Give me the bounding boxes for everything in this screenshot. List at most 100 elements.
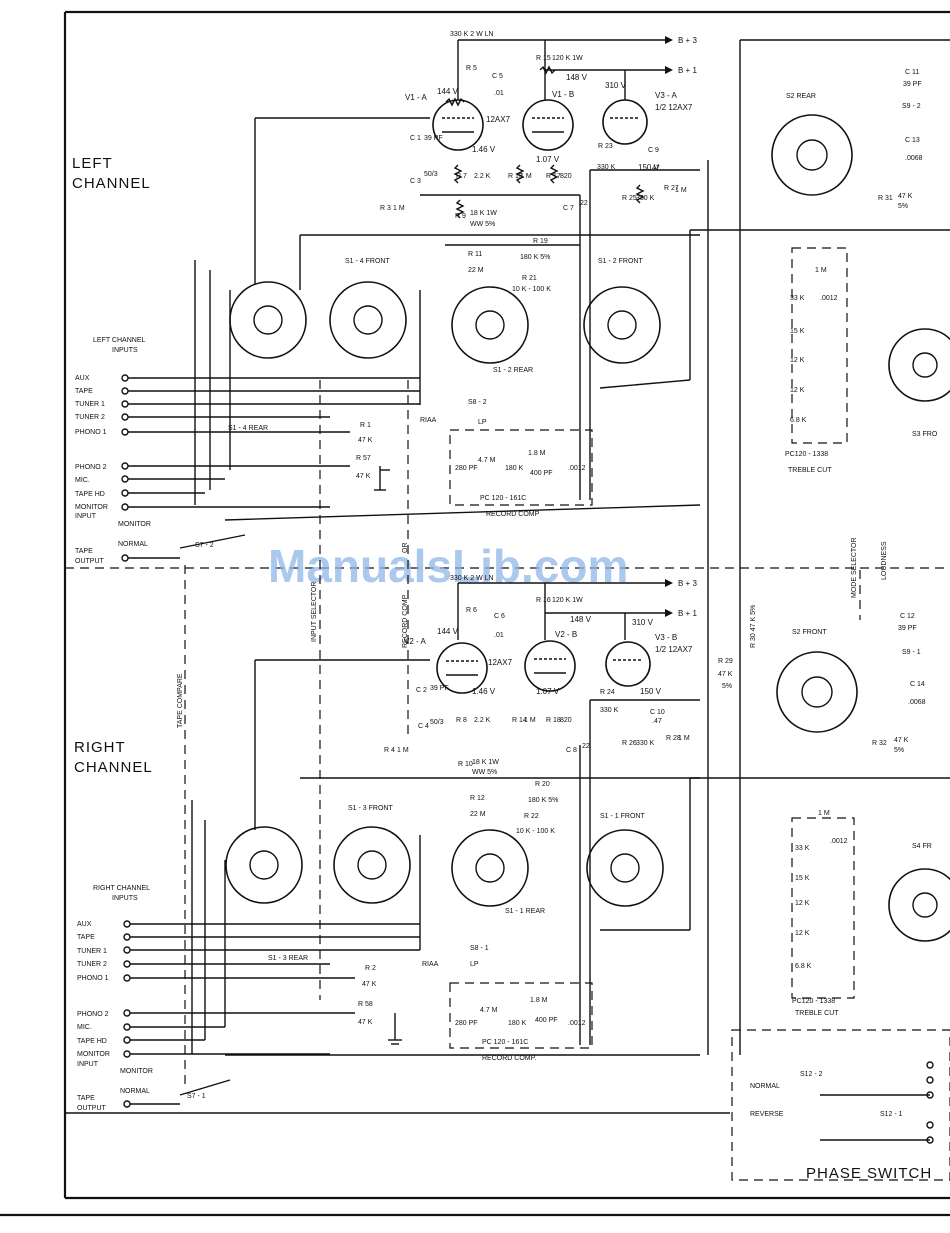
c3-label: C 3 bbox=[410, 178, 421, 185]
lp-label-top: LP bbox=[478, 419, 487, 426]
c4-label: C 4 bbox=[418, 723, 429, 730]
treble-cut-top: PC120 - 1338 TREBLE CUT 1 M .0012 33 K 1… bbox=[785, 247, 848, 474]
c13-value: .0068 bbox=[905, 155, 923, 162]
monitor-label-top: MONITOR bbox=[118, 521, 151, 528]
r6-value: 330 K 2 W LN bbox=[450, 575, 494, 582]
right-input-mic: MIC. bbox=[77, 1024, 92, 1031]
right-input-aux: AUX bbox=[77, 921, 92, 928]
treble-board-top: PC120 - 1338 bbox=[785, 451, 828, 458]
c12-value: 39 PF bbox=[898, 625, 917, 632]
v3b-type: 1/2 12AX7 bbox=[655, 645, 693, 654]
tube-v1a: V1 - A 144 V 12AX7 1.46 V bbox=[405, 87, 511, 154]
right-input-tuner1: TUNER 1 bbox=[77, 948, 107, 955]
c6-value: .01 bbox=[494, 632, 504, 639]
right-channel-title-2: CHANNEL bbox=[74, 759, 153, 776]
s1-3-rear-label: S1 - 3 REAR bbox=[268, 955, 308, 962]
r17-value: 820 bbox=[560, 173, 572, 180]
tube-v2a-label: V2 - A bbox=[404, 637, 426, 646]
v2a-plate-voltage: 144 V bbox=[437, 627, 459, 636]
rail-b3-top: B + 3 bbox=[678, 36, 697, 45]
r19-value: 180 K 5% bbox=[520, 254, 550, 261]
c7-value: 22 bbox=[580, 200, 588, 207]
r12-value: 22 M bbox=[470, 811, 486, 818]
r24-value: 330 K bbox=[600, 707, 619, 714]
tc-bot-15k: 15 K bbox=[795, 875, 810, 882]
left-inputs: LEFT CHANNEL INPUTS AUX TAPE TUNER 1 TUN… bbox=[75, 337, 420, 520]
record-comp-board-top: PC 120 - 161C bbox=[480, 495, 526, 502]
phase-switch-title: PHASE SWITCH bbox=[806, 1165, 932, 1182]
c1-label: C 1 bbox=[410, 135, 421, 142]
right-input-phono1: PHONO 1 bbox=[77, 975, 109, 982]
r5-label: R 5 bbox=[466, 65, 477, 72]
rc-top-18m: 1.8 M bbox=[528, 450, 546, 457]
r14-label: R 14 bbox=[512, 717, 527, 724]
r30-label: R 30 47 K 5% bbox=[750, 605, 757, 648]
right-input-phono2: PHONO 2 bbox=[77, 1011, 109, 1018]
r58-value: 47 K bbox=[358, 1019, 373, 1026]
r21-value: 10 K - 100 K bbox=[512, 286, 551, 293]
s9-2-label: S9 - 2 bbox=[902, 103, 921, 110]
r15-label: R 15 bbox=[536, 55, 551, 62]
left-input-mic: MIC. bbox=[75, 477, 90, 484]
c6-label: C 6 bbox=[494, 613, 505, 620]
wiring bbox=[191, 118, 701, 1056]
r29-value: 47 K bbox=[718, 671, 733, 678]
r32-label: R 32 bbox=[872, 740, 887, 747]
s4-front: S4 FR bbox=[888, 843, 950, 942]
r9-label: R 9 bbox=[455, 213, 466, 220]
r13-label: R 13 bbox=[508, 173, 523, 180]
v2b-plate-voltage: 148 V bbox=[570, 615, 592, 624]
s12-1-label: S12 - 1 bbox=[880, 1111, 903, 1118]
tc-bot-12k-a: 12 K bbox=[795, 900, 810, 907]
left-input-monitor: MONITOR bbox=[75, 504, 108, 511]
c5-value: .01 bbox=[494, 90, 504, 97]
switch-s1-4-rear: S1 - 4 REAR bbox=[228, 281, 307, 432]
or-vertical-label: OR bbox=[402, 543, 409, 554]
lp-label-bottom: LP bbox=[470, 961, 479, 968]
tc-top-1m: 1 M bbox=[815, 267, 827, 274]
r23-label: R 23 bbox=[598, 143, 613, 150]
right-input-monitor: MONITOR bbox=[77, 1051, 110, 1058]
c12-label: C 12 bbox=[900, 613, 915, 620]
right-inputs: RIGHT CHANNEL INPUTS AUX TAPE TUNER 1 TU… bbox=[77, 885, 420, 1068]
tc-bot-33k: 33 K bbox=[795, 845, 810, 852]
r31-tol: 5% bbox=[898, 203, 908, 210]
switch-s1-1-rear: S1 - 1 REAR bbox=[451, 829, 545, 915]
r25-label: R 25 bbox=[622, 195, 637, 202]
s1-1-front-label: S1 - 1 FRONT bbox=[600, 813, 645, 820]
parts-bottom: 330 K 2 W LN R 6 R 16 120 K 1W C 6 .01 C… bbox=[358, 575, 690, 1026]
parts-top: 330 K 2 W LN R 5 R 15 120 K 1W C 5 .01 C… bbox=[356, 31, 687, 480]
r22-value: 10 K - 100 K bbox=[516, 828, 555, 835]
c8-value: 22 bbox=[582, 743, 590, 750]
record-comp-bottom: RECORD COMP. PC 120 - 161C RIAA LP S8 - … bbox=[422, 945, 593, 1062]
r9-tolerance: WW 5% bbox=[470, 221, 495, 228]
tc-bot-1m: 1 M bbox=[818, 810, 830, 817]
c13-label: C 13 bbox=[905, 137, 920, 144]
left-input-tape: TAPE bbox=[75, 388, 93, 395]
switch-s1-3-rear: S1 - 3 REAR bbox=[225, 826, 308, 962]
left-inputs-header-1: LEFT CHANNEL bbox=[93, 337, 145, 344]
c1-value: 39 PF bbox=[424, 135, 443, 142]
s3-front: S3 FRO bbox=[888, 328, 950, 438]
v1b-cathode-voltage: 1.07 V bbox=[536, 155, 560, 164]
c10-value: .47 bbox=[652, 718, 662, 725]
right-input-input: INPUT bbox=[77, 1061, 99, 1068]
r32-tol: 5% bbox=[894, 747, 904, 754]
record-comp-board-bottom: PC 120 - 161C bbox=[482, 1039, 528, 1046]
s1-4-front-label: S1 - 4 FRONT bbox=[345, 258, 390, 265]
c14-value: .0068 bbox=[908, 699, 926, 706]
r57-value: 47 K bbox=[356, 473, 371, 480]
riaa-label-top: RIAA bbox=[420, 417, 437, 424]
top-rails: B + 3 B + 1 bbox=[255, 36, 700, 290]
v3a-plate-voltage: 310 V bbox=[605, 81, 627, 90]
r18-value: 820 bbox=[560, 717, 572, 724]
s2-front: S2 FRONT bbox=[776, 629, 858, 733]
s1-2-front-label: S1 - 2 FRONT bbox=[598, 258, 643, 265]
treble-cut-bottom: PC120 - 1338 TREBLE CUT 1 M .0012 33 K 1… bbox=[791, 810, 855, 1017]
switch-s1-4-front: S1 - 4 FRONT bbox=[329, 258, 407, 359]
r10-tolerance: WW 5% bbox=[472, 769, 497, 776]
tc-top-33k: 33 K bbox=[790, 295, 805, 302]
phase-reverse-label: REVERSE bbox=[750, 1111, 784, 1118]
r8-label: R 8 bbox=[456, 717, 467, 724]
r8-value: 2.2 K bbox=[474, 717, 491, 724]
